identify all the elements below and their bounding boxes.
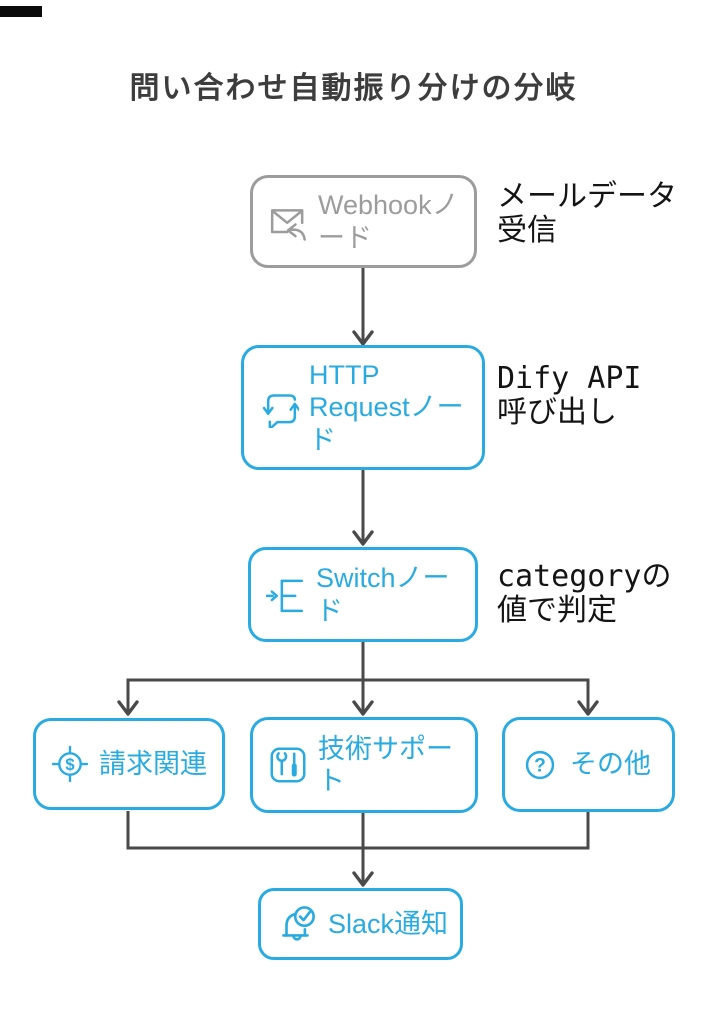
svg-text:?: ? xyxy=(534,755,546,776)
dollar-target-icon: $ xyxy=(51,745,89,783)
top-left-mark xyxy=(0,6,42,17)
mail-reply-icon xyxy=(270,208,306,241)
node-slack-label: Slack通知 xyxy=(328,908,449,939)
node-switch: Switchノー ド xyxy=(248,547,478,642)
annotation-switch: categoryの 値で判定 xyxy=(497,559,672,628)
merge-lines xyxy=(126,811,590,887)
node-slack: Slack通知 xyxy=(258,888,463,960)
arrow-webhook-to-http xyxy=(352,268,374,346)
node-billing: $ 請求関連 xyxy=(33,718,225,810)
node-tech-support-label: 技術サポー ト xyxy=(318,733,453,796)
annotation-webhook: メールデータ 受信 xyxy=(497,179,677,248)
node-tech-support: 技術サポー ト xyxy=(250,717,478,813)
page-title: 問い合わせ自動振り分けの分岐 xyxy=(129,72,578,105)
tools-icon xyxy=(270,747,306,783)
question-circle-icon: ? xyxy=(525,750,555,779)
annotation-http: Dify API 呼び出し xyxy=(497,361,642,430)
switch-branch-icon xyxy=(266,579,304,612)
node-billing-label: 請求関連 xyxy=(99,748,207,779)
node-http-request-label: HTTP Requestノー ド xyxy=(309,359,464,455)
arrow-http-to-switch xyxy=(352,470,374,546)
bell-check-icon xyxy=(282,906,315,941)
node-other: ? その他 xyxy=(502,717,675,812)
node-http-request: HTTP Requestノー ド xyxy=(241,345,485,470)
svg-text:$: $ xyxy=(65,755,74,774)
node-other-label: その他 xyxy=(570,749,651,780)
node-webhook-label: Webhookノ ード xyxy=(318,190,459,253)
node-switch-label: Switchノー ド xyxy=(316,563,450,626)
branch-lines xyxy=(117,642,599,716)
chat-sync-icon xyxy=(262,393,299,428)
node-webhook: Webhookノ ード xyxy=(250,175,477,268)
